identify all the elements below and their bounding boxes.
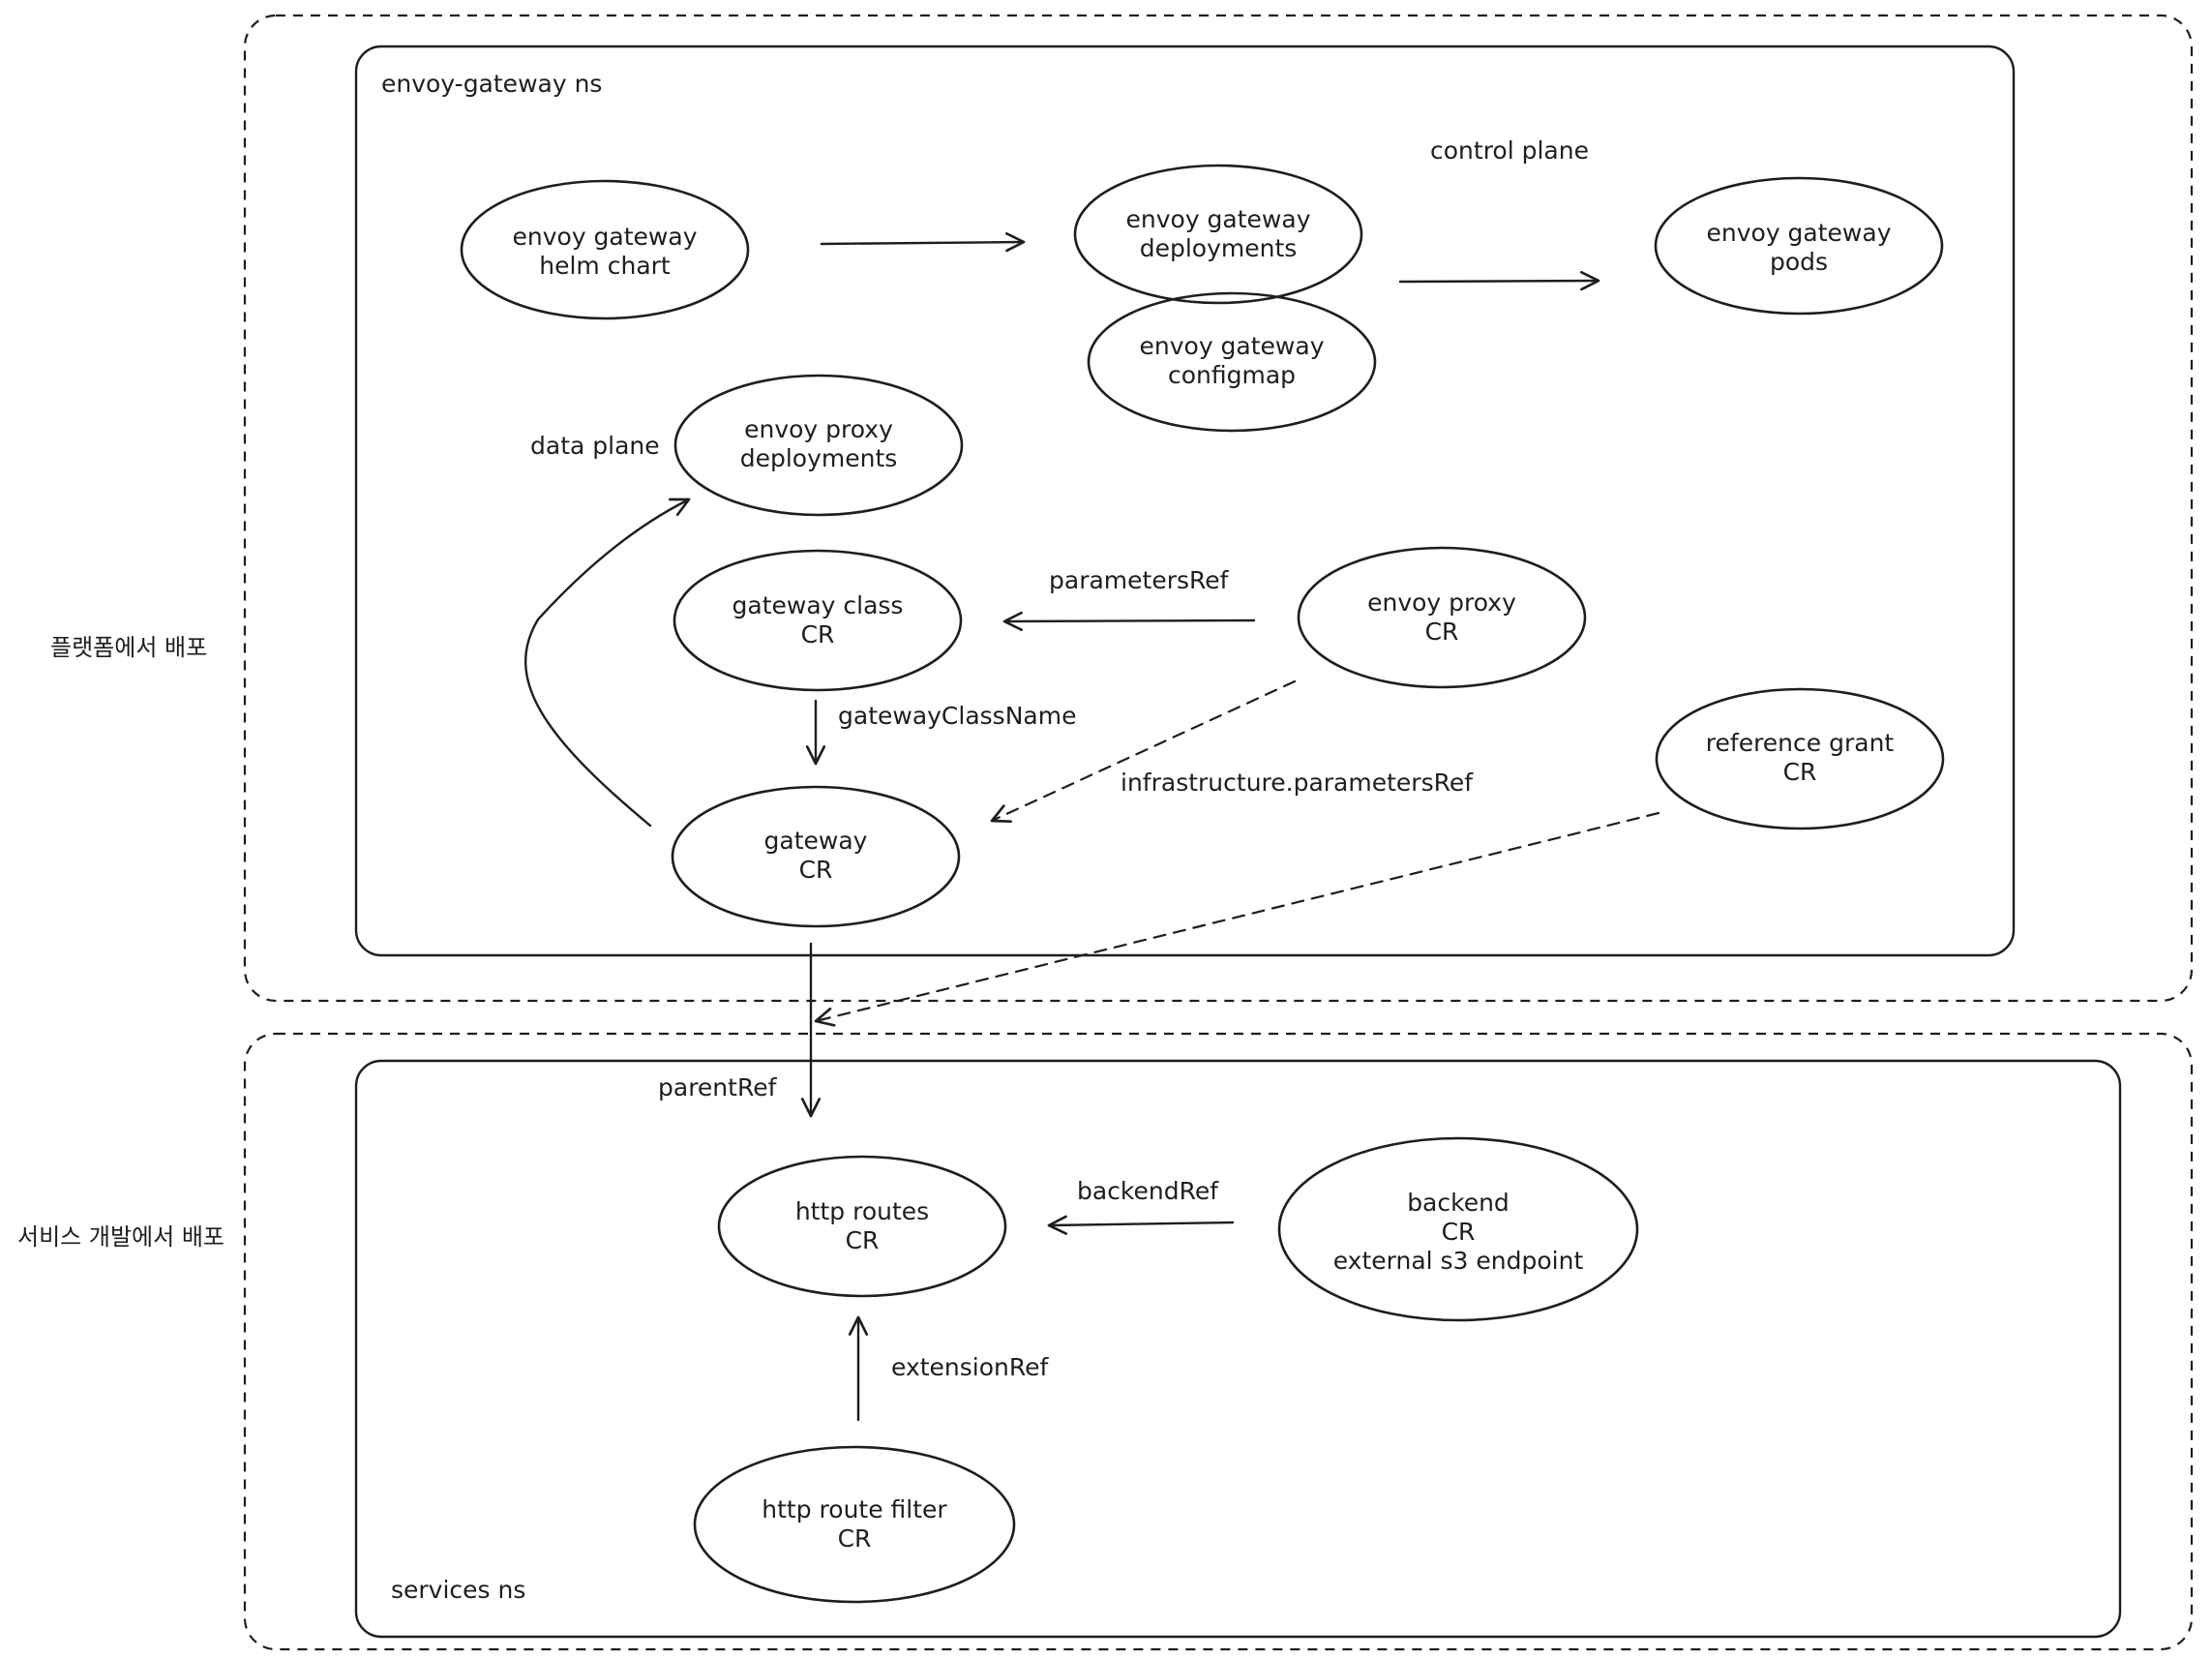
service-region-label: 서비스 개발에서 배포 [17, 1223, 224, 1251]
edge-label-backend-ref: backendRef [1077, 1177, 1219, 1205]
edge-label-infrastructure-parameters-ref: infrastructure.parametersRef [1121, 769, 1474, 797]
node-http-route-filter-cr: http route filter CR [693, 1445, 1016, 1604]
data-plane-label: data plane [530, 432, 660, 460]
svg-text:CR: CR [801, 620, 835, 649]
svg-text:http routes: http routes [795, 1197, 929, 1225]
arrow-deployments-to-pods [1398, 270, 1600, 291]
envoy-gateway-namespace-box [354, 45, 2016, 957]
svg-text:envoy gateway: envoy gateway [1707, 219, 1892, 247]
node-gateway-class-cr: gateway class CR [673, 549, 963, 692]
svg-text:external s3 endpoint: external s3 endpoint [1333, 1247, 1584, 1275]
svg-text:CR: CR [1783, 758, 1817, 786]
node-envoy-gateway-helm-chart: envoy gateway helm chart [460, 179, 750, 320]
node-envoy-gateway-pods: envoy gateway pods [1654, 176, 1944, 316]
svg-text:CR: CR [846, 1226, 880, 1254]
svg-text:CR: CR [1425, 618, 1459, 646]
node-backend-cr: backend CR external s3 endpoint [1277, 1136, 1639, 1322]
svg-text:deployments: deployments [740, 444, 898, 472]
svg-text:pods: pods [1770, 248, 1828, 276]
dashed-arrow-reference-grant-to-parent-ref [814, 811, 1660, 1027]
svg-text:CR: CR [1442, 1218, 1476, 1246]
svg-text:backend: backend [1407, 1189, 1510, 1217]
svg-text:gateway class: gateway class [732, 591, 904, 619]
edge-label-gateway-class-name: gatewayClassName [838, 702, 1076, 730]
svg-text:envoy gateway: envoy gateway [1126, 205, 1311, 233]
platform-region-frame [243, 14, 2194, 1003]
node-http-routes-cr: http routes CR [717, 1155, 1007, 1298]
svg-text:helm chart: helm chart [539, 252, 671, 280]
service-region-frame [243, 1032, 2194, 1651]
svg-text:envoy gateway: envoy gateway [513, 223, 698, 251]
edge-label-parent-ref: parentRef [658, 1073, 778, 1101]
svg-text:envoy proxy: envoy proxy [744, 415, 893, 443]
svg-text:configmap: configmap [1168, 361, 1296, 389]
platform-region-label: 플랫폼에서 배포 [50, 634, 207, 661]
node-reference-grant-cr: reference grant CR [1655, 687, 1945, 830]
control-plane-label: control plane [1430, 136, 1589, 165]
services-namespace-box [354, 1059, 2122, 1639]
node-envoy-proxy-deployments: envoy proxy deployments [673, 374, 964, 517]
svg-text:CR: CR [799, 856, 833, 884]
svg-text:gateway: gateway [764, 827, 868, 855]
edge-label-extension-ref: extensionRef [891, 1353, 1050, 1381]
svg-text:reference grant: reference grant [1706, 729, 1895, 757]
node-envoy-gateway-configmap: envoy gateway configmap [1087, 291, 1377, 433]
svg-text:deployments: deployments [1140, 234, 1298, 262]
arrow-gateway-to-proxy-deployments [523, 498, 691, 828]
services-namespace-label: services ns [391, 1576, 525, 1604]
svg-text:envoy proxy: envoy proxy [1367, 588, 1516, 617]
arrow-envoy-proxy-to-gateway-class [1002, 611, 1256, 632]
dashed-arrow-envoy-proxy-to-gateway [990, 679, 1297, 823]
node-gateway-cr: gateway CR [671, 785, 961, 928]
svg-text:envoy gateway: envoy gateway [1140, 332, 1325, 360]
edge-label-parameters-ref: parametersRef [1049, 566, 1230, 594]
envoy-gateway-namespace-label: envoy-gateway ns [381, 70, 602, 98]
node-envoy-gateway-deployments: envoy gateway deployments [1073, 164, 1363, 305]
svg-text:CR: CR [838, 1524, 872, 1553]
svg-text:http route filter: http route filter [762, 1495, 947, 1523]
arrow-backend-to-http-routes [1047, 1215, 1235, 1235]
node-envoy-proxy-cr: envoy proxy CR [1297, 546, 1587, 689]
arrow-helm-to-deployments [820, 232, 1026, 253]
